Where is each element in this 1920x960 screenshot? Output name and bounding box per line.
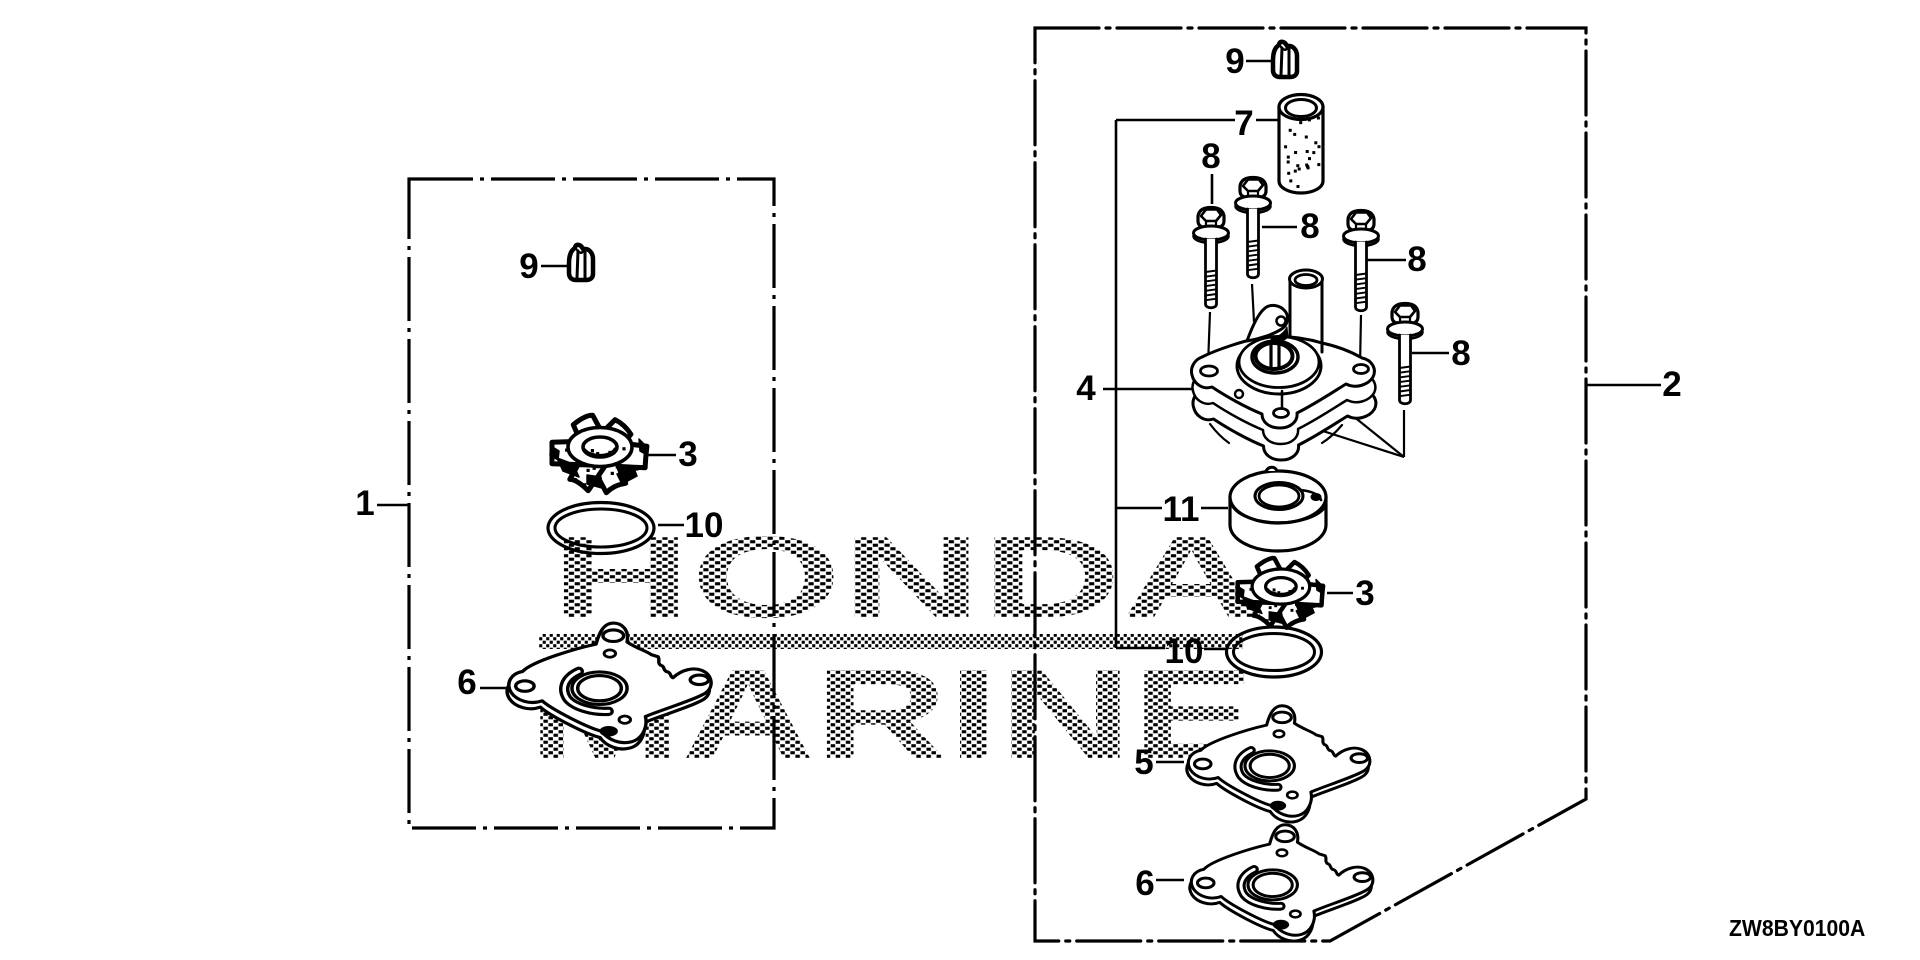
svg-text:5: 5 <box>1134 743 1153 782</box>
svg-text:6: 6 <box>457 663 476 702</box>
svg-text:8: 8 <box>1300 207 1319 246</box>
svg-text:10: 10 <box>1165 632 1204 671</box>
svg-text:8: 8 <box>1451 334 1470 373</box>
svg-text:1: 1 <box>355 484 374 523</box>
svg-text:3: 3 <box>678 435 697 474</box>
svg-text:6: 6 <box>1135 864 1154 903</box>
svg-text:10: 10 <box>685 506 724 545</box>
svg-text:7: 7 <box>1234 104 1253 143</box>
svg-text:4: 4 <box>1076 369 1096 408</box>
svg-text:ZW8BY0100A: ZW8BY0100A <box>1729 915 1865 941</box>
svg-text:3: 3 <box>1355 574 1374 613</box>
svg-text:2: 2 <box>1662 365 1681 404</box>
svg-text:11: 11 <box>1163 490 1200 529</box>
svg-text:8: 8 <box>1407 240 1426 279</box>
svg-text:8: 8 <box>1201 137 1220 176</box>
svg-text:HONDA: HONDA <box>551 512 1261 642</box>
svg-text:9: 9 <box>1225 42 1244 81</box>
svg-text:9: 9 <box>519 247 538 286</box>
